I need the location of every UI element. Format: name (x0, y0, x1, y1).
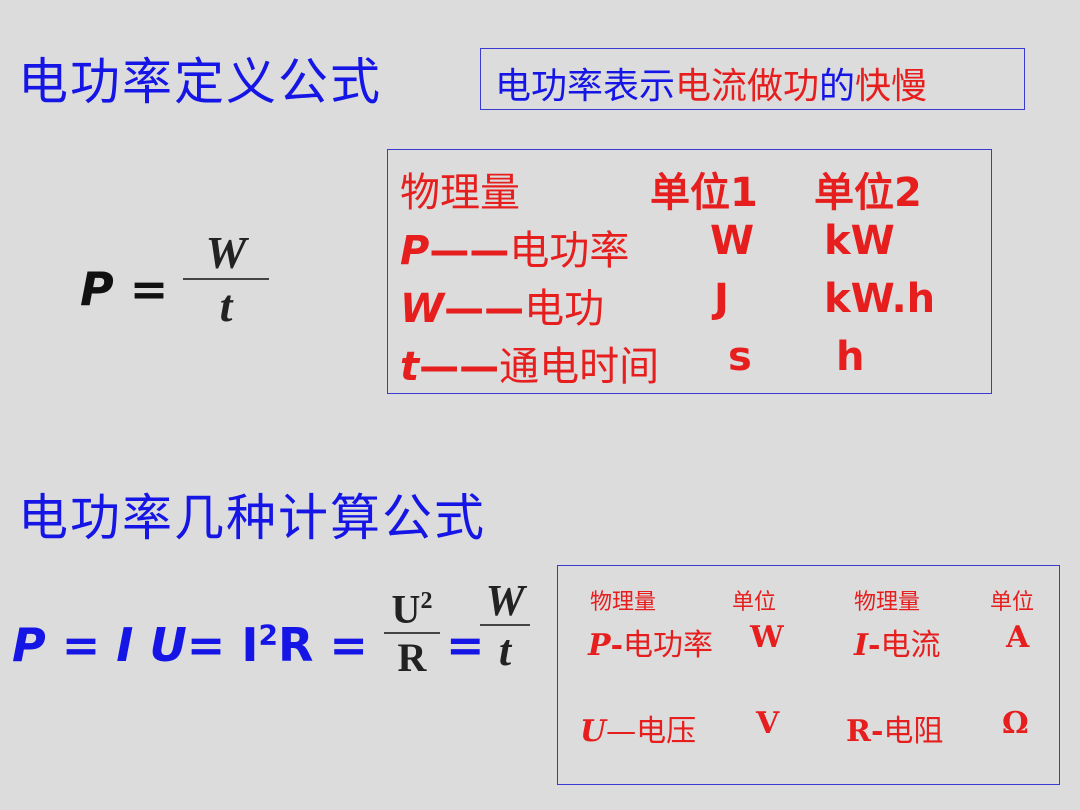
table2-row1-left: P-电功率 (588, 628, 714, 663)
row-unit1: J (714, 276, 729, 322)
row-unit2: kW.h (824, 276, 936, 322)
table2-header-unit-2: 单位 (990, 590, 1035, 615)
units-table-header-unit2: 单位2 (814, 170, 922, 216)
row-name: 电功 (524, 286, 605, 332)
formula2-p2: I (116, 618, 134, 672)
page-title-definition: 电功率定义公式 (18, 53, 382, 111)
table2-row1-right: I-电流 (854, 628, 941, 663)
formula2-text: P = I U= I2R = (12, 618, 368, 672)
formula2-fraction-wt: W t (480, 578, 530, 676)
formula1-numerator: W (205, 227, 247, 278)
units-table-box: 物理量 单位1 单位2 P——电功率 W kW W——电功 J kW.h t——… (387, 149, 992, 394)
fraction-numerator: U2 (391, 586, 433, 632)
row-dash: —— (419, 344, 500, 390)
formula1-denominator: t (219, 280, 233, 331)
definition-box: 电功率表示电流做功的快慢 (480, 48, 1025, 110)
formula1-lhs: P = (80, 262, 169, 316)
row-dash: —— (429, 228, 510, 274)
formula2-p5: = I (186, 618, 259, 672)
row-name: 通电时间 (499, 344, 660, 390)
fraction-numerator: W (485, 576, 525, 625)
page-title-formulas: 电功率几种计算公式 (18, 489, 486, 547)
row-unit1: W (710, 218, 755, 264)
units-table-row: t——通电时间 (400, 334, 659, 392)
table2-row2-right: R-电阻 (846, 714, 944, 749)
formula1-fraction-bar (183, 278, 269, 280)
formula2-p4: U (149, 618, 187, 672)
row-unit1: s (728, 334, 752, 380)
table2-row1-unit2: A (1006, 620, 1030, 655)
table2-header-quantity-1: 物理量 (590, 590, 657, 615)
formula2-fraction-u2r: U2 R (384, 578, 440, 682)
definition-part3: 的 (819, 66, 856, 107)
row-symbol: W (400, 286, 445, 332)
row-dash: —— (444, 286, 525, 332)
formula2-p1: P = (12, 618, 117, 672)
table2-header-quantity-2: 物理量 (854, 590, 921, 615)
definition-part2: 电流做功 (675, 66, 820, 107)
units-table-header-quantity: 物理量 (400, 170, 520, 216)
row-unit2: h (836, 334, 865, 380)
units-table-header-unit1: 单位1 (650, 170, 758, 216)
row-symbol: t (400, 344, 420, 390)
row-name: 电功率 (509, 228, 630, 274)
table2-row1-unit1: W (750, 620, 784, 655)
units-table-row: P——电功率 (400, 218, 629, 276)
formula1-fraction: W t (183, 228, 269, 332)
formula2-p6: 2 (258, 618, 278, 652)
fraction-bar (384, 632, 440, 635)
table2-row2-unit1: V (756, 706, 780, 741)
row-unit2: kW (824, 218, 895, 264)
fraction-denominator: t (498, 626, 512, 675)
table2-header-unit-1: 单位 (732, 590, 777, 615)
formula2-p7: R = (277, 618, 368, 672)
table2-row2-unit2: Ω (1002, 706, 1029, 741)
definition-text: 电功率表示电流做功的快慢 (495, 57, 927, 109)
formula2-p3 (133, 618, 149, 672)
fraction-denominator: R (397, 635, 427, 681)
units-table-row: W——电功 (400, 276, 604, 334)
table2-row2-left: U—电压 (580, 714, 697, 749)
fraction-bar (480, 624, 530, 626)
formula2-equals: = (446, 618, 485, 672)
units-table2-box: 物理量 单位 物理量 单位 P-电功率 W I-电流 A U—电压 V R-电阻… (557, 565, 1060, 785)
definition-part1: 电功率表示 (495, 66, 676, 107)
row-symbol: P (400, 228, 430, 274)
definition-part4: 快慢 (855, 66, 928, 107)
